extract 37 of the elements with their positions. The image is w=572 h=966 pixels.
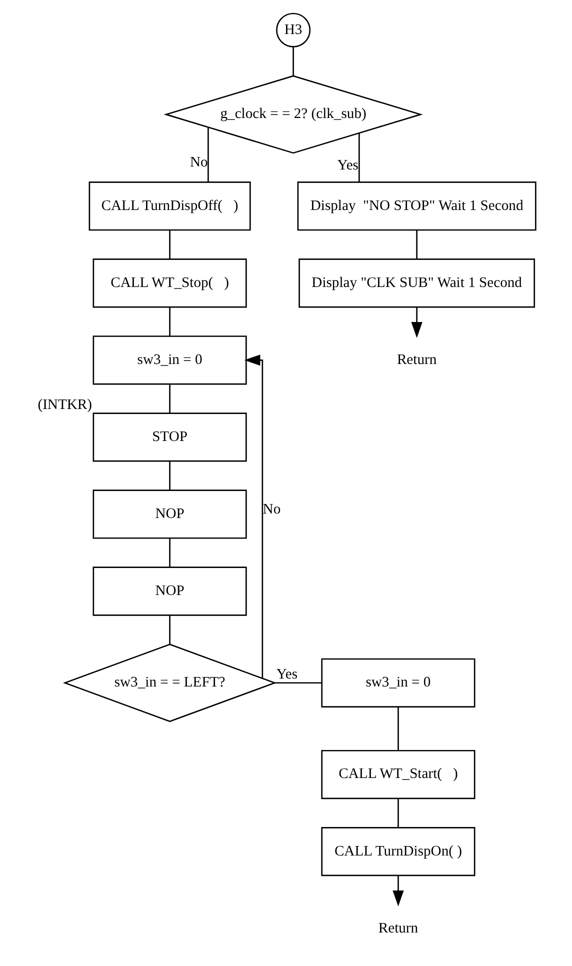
node-box: Display "NO STOP" Wait 1 Second bbox=[297, 182, 536, 231]
connector bbox=[169, 461, 170, 490]
node-box: Display "CLK SUB" Wait 1 Second bbox=[298, 258, 536, 308]
node-box: STOP bbox=[92, 412, 247, 462]
node-box: CALL WT_Start( ) bbox=[321, 750, 476, 800]
node-text: Return bbox=[396, 352, 437, 368]
connector bbox=[398, 798, 399, 828]
connector bbox=[274, 682, 322, 684]
node-box: CALL WT_Stop( ) bbox=[92, 258, 247, 308]
edge-label: No bbox=[190, 154, 208, 170]
node-label: (INTKR) bbox=[38, 397, 92, 414]
edge-label: Yes bbox=[337, 157, 358, 174]
arrow bbox=[244, 354, 264, 678]
node-circle: H3 bbox=[276, 12, 311, 48]
connector bbox=[169, 538, 170, 568]
node-diamond: sw3_in = = LEFT? bbox=[62, 644, 277, 722]
connector bbox=[169, 230, 170, 259]
edge-label: No bbox=[262, 502, 281, 518]
arrow bbox=[411, 307, 422, 338]
node-diamond: g_clock = = 2? (clk_sub) bbox=[164, 75, 423, 154]
connector bbox=[358, 133, 360, 182]
connector bbox=[398, 706, 399, 750]
node-box: NOP bbox=[92, 490, 247, 539]
connector bbox=[169, 384, 170, 413]
connector bbox=[208, 128, 209, 182]
node-box: CALL TurnDispOn( ) bbox=[321, 826, 476, 876]
edge-label: Yes bbox=[276, 666, 298, 683]
node-box: CALL TurnDispOff( ) bbox=[88, 182, 251, 231]
connector bbox=[169, 307, 170, 336]
node-box: NOP bbox=[92, 566, 247, 616]
connector bbox=[169, 615, 170, 644]
arrow bbox=[392, 876, 404, 906]
node-box: sw3_in = 0 bbox=[92, 336, 247, 385]
connector bbox=[292, 46, 294, 76]
connector bbox=[416, 230, 418, 259]
node-box: sw3_in = 0 bbox=[321, 658, 476, 708]
node-text: Return bbox=[378, 920, 418, 936]
